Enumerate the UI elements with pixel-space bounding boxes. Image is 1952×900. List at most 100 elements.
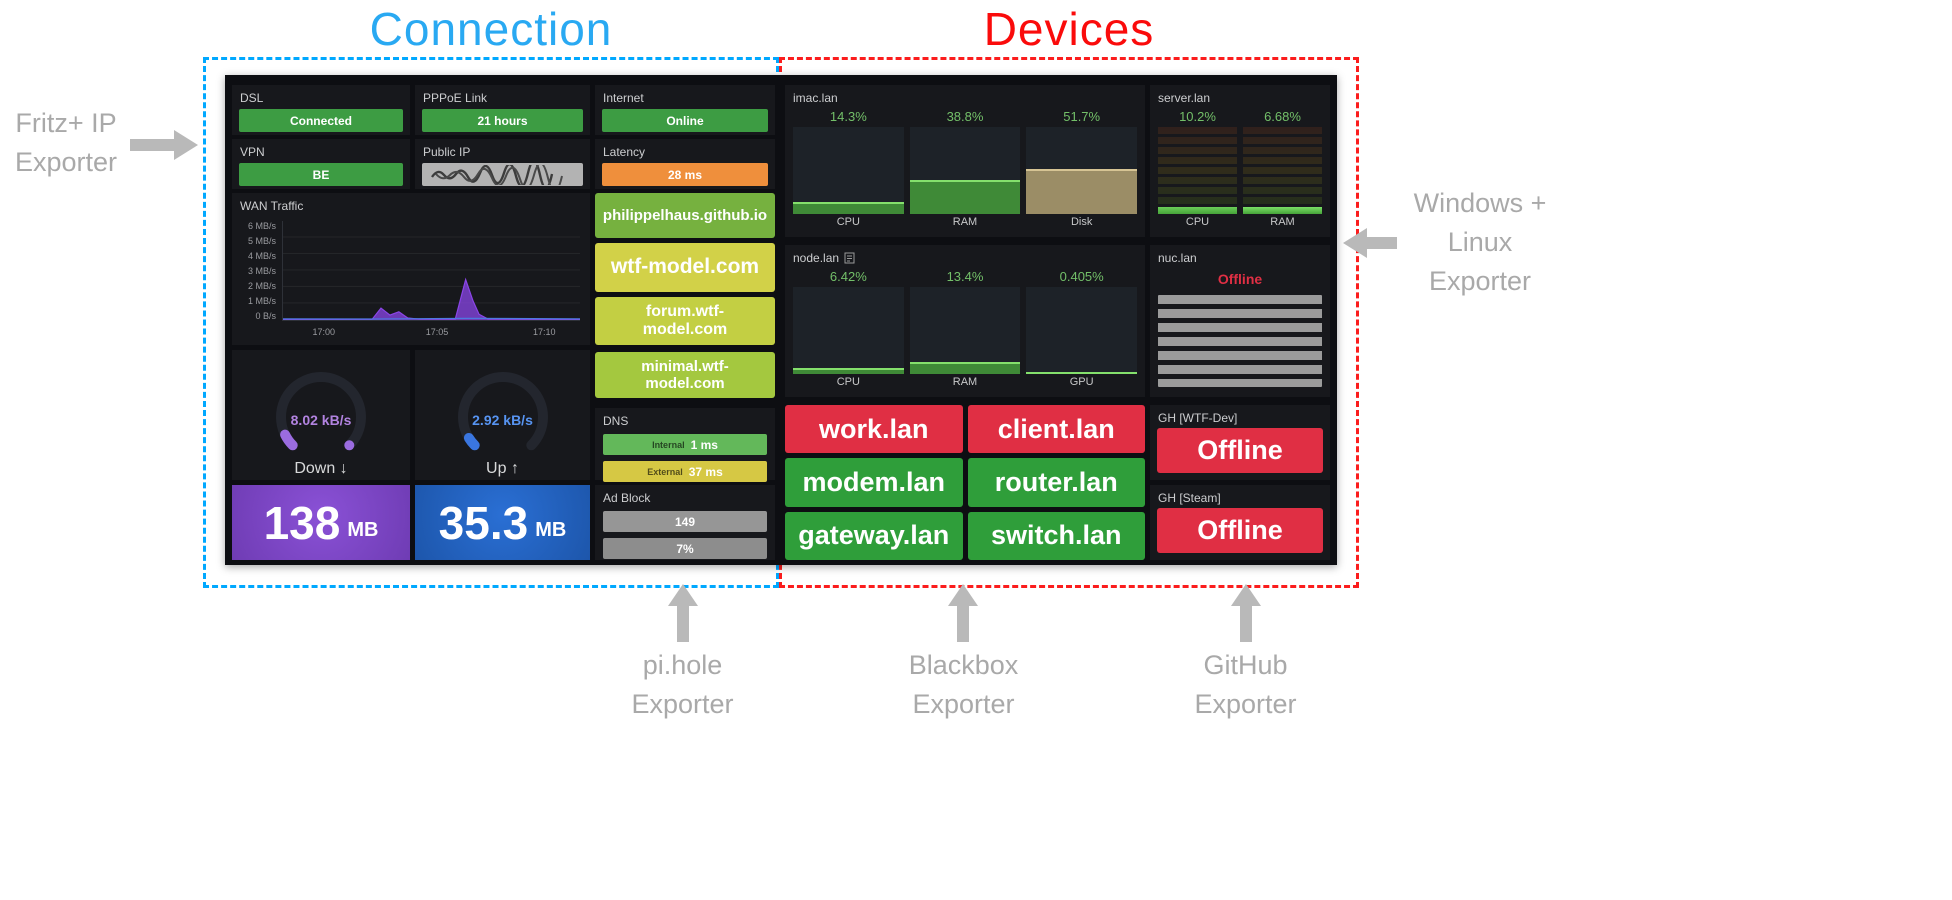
gh-wtfdev-status-button[interactable]: Offline bbox=[1157, 428, 1323, 473]
node-gpu-label: GPU bbox=[1069, 376, 1094, 388]
nuc-offline-stripes bbox=[1158, 295, 1322, 387]
gh-wtfdev-panel-title: GH [WTF-Dev] bbox=[1158, 411, 1238, 425]
host-button-client[interactable]: client.lan bbox=[967, 405, 1145, 454]
wan-traffic-chart: 6 MB/s 5 MB/s 4 MB/s 3 MB/s 2 MB/s 1 MB/… bbox=[238, 221, 580, 321]
adblock-panel-title: Ad Block bbox=[603, 491, 651, 505]
host-button-router[interactable]: router.lan bbox=[967, 458, 1145, 507]
bar-fill bbox=[793, 368, 904, 374]
windows-exporter-line1: Windows + bbox=[1413, 188, 1547, 218]
arrow-up-icon bbox=[668, 584, 698, 642]
y-tick: 0 B/s bbox=[255, 311, 276, 321]
imac-panel-title: imac.lan bbox=[793, 91, 838, 105]
bar-fill bbox=[909, 180, 1021, 214]
imac-ram-metric: 38.8% RAM bbox=[909, 107, 1021, 231]
bar-fill bbox=[1026, 169, 1138, 214]
pihole-exporter-line1: pi.hole bbox=[642, 650, 723, 680]
server-panel-title: server.lan bbox=[1158, 91, 1211, 105]
node-cpu-bar bbox=[793, 287, 904, 374]
bar-fill bbox=[1158, 203, 1237, 214]
github-exporter-line1: GitHub bbox=[1203, 650, 1288, 680]
wan-traffic-panel-title: WAN Traffic bbox=[240, 199, 304, 213]
vpn-panel-title: VPN bbox=[240, 145, 265, 159]
node-ram-label: RAM bbox=[952, 376, 978, 388]
gh-wtfdev-panel: GH [WTF-Dev] Offline bbox=[1150, 405, 1330, 480]
download-rate-gauge-panel: 8.02 kB/s Down ↓ bbox=[232, 350, 410, 480]
node-gpu-bar bbox=[1026, 287, 1138, 374]
node-panel-title: node.lan bbox=[785, 245, 1145, 265]
imac-disk-bar bbox=[1026, 127, 1138, 214]
arrow-up-icon bbox=[948, 584, 978, 642]
dns-external-label: External bbox=[647, 466, 683, 477]
y-tick: 5 MB/s bbox=[247, 236, 276, 246]
github-exporter-line2: Exporter bbox=[1194, 689, 1297, 720]
node-cpu-value: 6.42% bbox=[829, 269, 867, 284]
imac-disk-metric: 51.7% Disk bbox=[1026, 107, 1138, 231]
node-panel: node.lan 6.42% CPU 13.4% RAM 0.405% bbox=[785, 245, 1145, 397]
pppoe-status-button[interactable]: 21 hours bbox=[422, 109, 583, 132]
windows-exporter-line3: Exporter bbox=[1428, 266, 1532, 297]
latency-value-button[interactable]: 28 ms bbox=[602, 163, 768, 186]
windows-exporter-line2: Linux bbox=[1447, 227, 1513, 258]
internet-panel: Internet Online bbox=[595, 85, 775, 135]
site-button-philippelhaus[interactable]: philippelhaus.github.io bbox=[595, 193, 775, 238]
node-gpu-value: 0.405% bbox=[1059, 269, 1104, 284]
host-button-gateway[interactable]: gateway.lan bbox=[785, 511, 963, 560]
arrow-right-icon bbox=[130, 130, 198, 160]
host-button-modem[interactable]: modem.lan bbox=[785, 458, 963, 507]
x-tick: 17:10 bbox=[532, 327, 556, 337]
site-button-forum-wtf-model[interactable]: forum.wtf-model.com bbox=[595, 297, 775, 345]
wan-traffic-plot-area bbox=[282, 221, 580, 321]
upload-rate-gauge-panel: 2.92 kB/s Up ↑ bbox=[415, 350, 590, 480]
dsl-status-button[interactable]: Connected bbox=[239, 109, 403, 132]
server-ram-bar bbox=[1243, 127, 1322, 214]
gauge-arc bbox=[457, 372, 548, 451]
vpn-panel: VPN BE bbox=[232, 139, 410, 189]
download-rate-gauge: 8.02 kB/s bbox=[256, 362, 386, 458]
imac-cpu-value: 14.3% bbox=[829, 109, 867, 124]
blackbox-exporter-annotation: Blackbox Exporter bbox=[876, 646, 1051, 724]
upload-total-unit: MB bbox=[535, 519, 567, 541]
node-ram-bar bbox=[909, 287, 1021, 374]
adblock-percent-value: 7% bbox=[676, 541, 694, 556]
windows-linux-exporter-annotation: Windows + Linux Exporter bbox=[1398, 184, 1562, 301]
gh-steam-status-button[interactable]: Offline bbox=[1157, 508, 1323, 553]
upload-rate-gauge: 2.92 kB/s bbox=[438, 362, 568, 458]
internet-panel-title: Internet bbox=[603, 91, 644, 105]
upload-total-value: 35.3 bbox=[438, 496, 529, 549]
imac-cpu-label: CPU bbox=[836, 216, 860, 228]
x-tick: 17:05 bbox=[425, 327, 449, 337]
site-button-minimal-wtf-model[interactable]: minimal.wtf-model.com bbox=[595, 352, 775, 398]
adblock-percent-bar: 7% bbox=[603, 538, 767, 559]
server-panel: server.lan 10.2% CPU 6.68% RAM bbox=[1150, 85, 1330, 237]
vpn-status-button[interactable]: BE bbox=[239, 163, 403, 186]
dns-internal-label: Internal bbox=[652, 439, 685, 450]
imac-ram-label: RAM bbox=[952, 216, 978, 228]
x-tick: 17:00 bbox=[312, 327, 335, 337]
dns-internal-value: 1 ms bbox=[690, 437, 718, 452]
dns-external-value: 37 ms bbox=[688, 464, 723, 479]
node-cpu-metric: 6.42% CPU bbox=[793, 267, 904, 391]
internet-status-button[interactable]: Online bbox=[602, 109, 768, 132]
latency-panel: Latency 28 ms bbox=[595, 139, 775, 189]
gh-steam-panel-title: GH [Steam] bbox=[1158, 491, 1221, 505]
public-ip-panel-title: Public IP bbox=[423, 145, 471, 159]
server-cpu-label: CPU bbox=[1185, 216, 1210, 228]
note-icon bbox=[844, 252, 855, 264]
connection-title: Connection bbox=[369, 3, 613, 55]
server-metrics: 10.2% CPU 6.68% RAM bbox=[1150, 105, 1330, 237]
blackbox-exporter-line1: Blackbox bbox=[908, 650, 1019, 680]
dns-external-bar: External 37 ms bbox=[603, 461, 767, 482]
wan-traffic-y-axis: 6 MB/s 5 MB/s 4 MB/s 3 MB/s 2 MB/s 1 MB/… bbox=[238, 221, 282, 321]
gauge-arc bbox=[276, 372, 366, 451]
server-ram-label: RAM bbox=[1270, 216, 1295, 228]
host-button-work[interactable]: work.lan bbox=[785, 405, 963, 454]
arrow-up-icon bbox=[1231, 584, 1261, 642]
server-ram-value: 6.68% bbox=[1264, 109, 1301, 124]
bar-fill bbox=[909, 362, 1021, 374]
pihole-exporter-line2: Exporter bbox=[631, 689, 734, 720]
pihole-exporter-annotation: pi.hole Exporter bbox=[600, 646, 765, 724]
adblock-panel: Ad Block 149 7% bbox=[595, 485, 775, 560]
host-button-switch[interactable]: switch.lan bbox=[967, 511, 1145, 560]
github-exporter-annotation: GitHub Exporter bbox=[1163, 646, 1328, 724]
site-button-wtf-model[interactable]: wtf-model.com bbox=[595, 243, 775, 292]
